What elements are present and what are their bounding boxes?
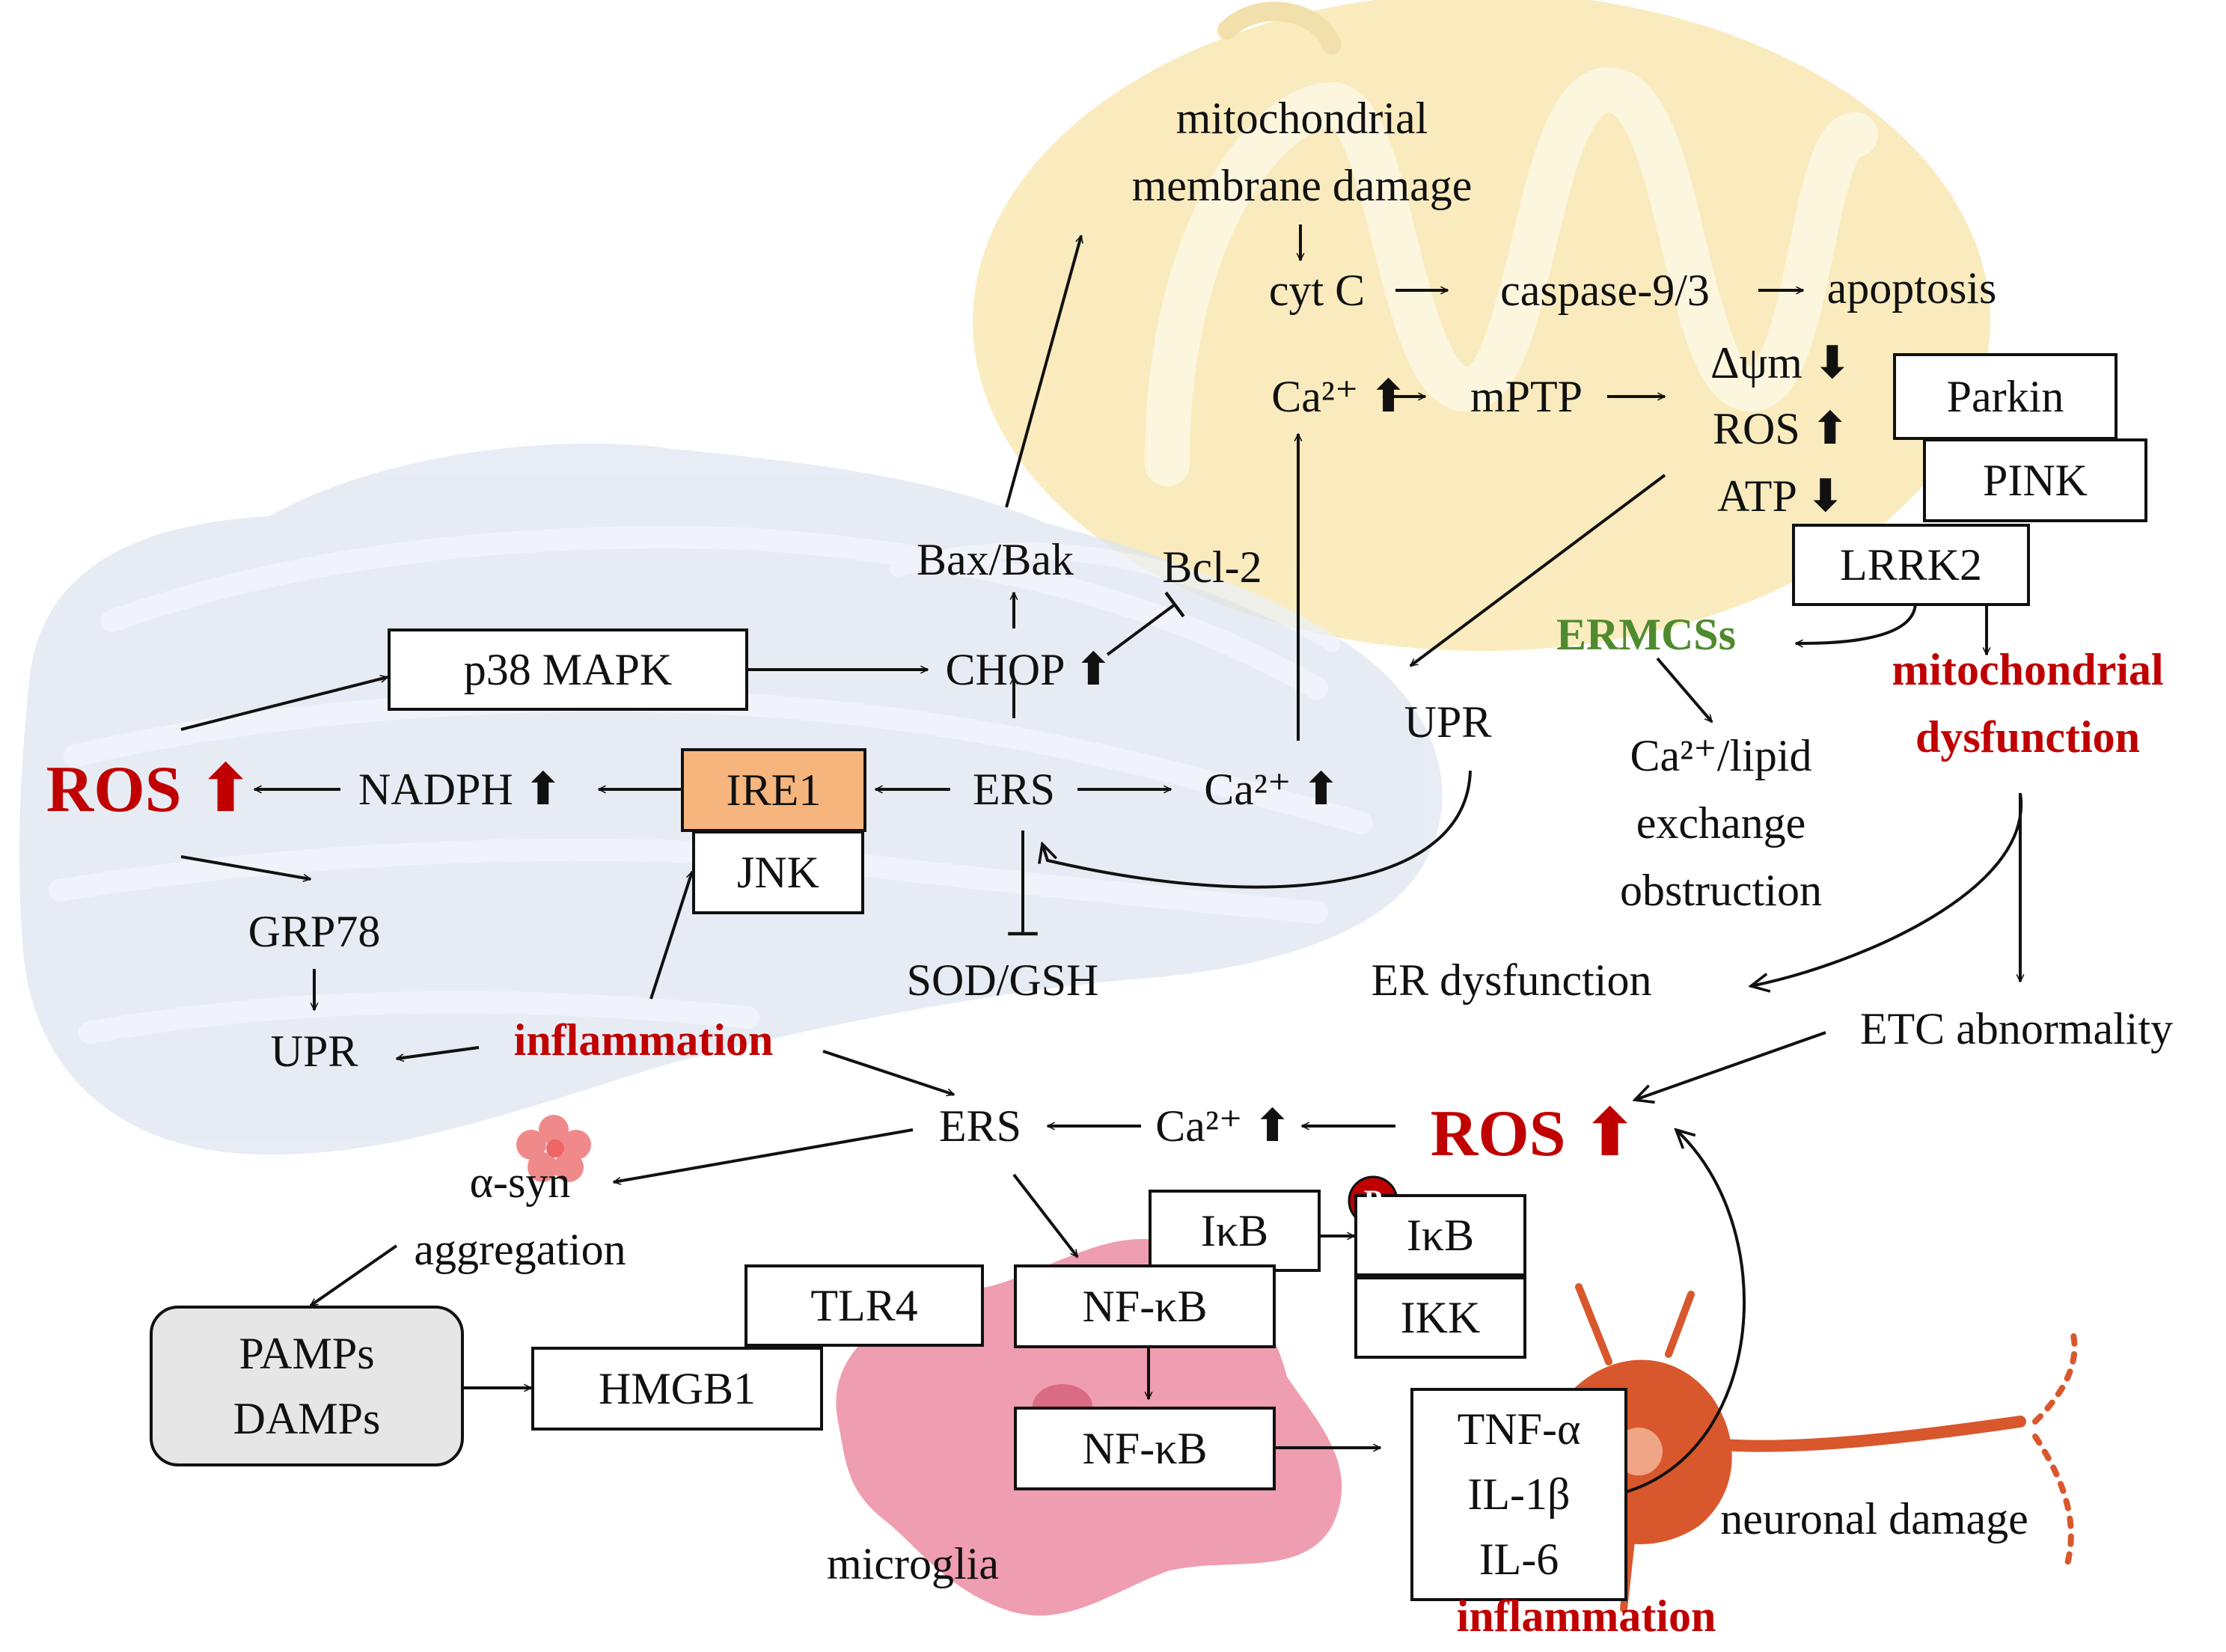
arrow-up-icon: ⬆ bbox=[1811, 403, 1849, 455]
ros-left-group: ROS ⬆ bbox=[46, 756, 254, 823]
damps-label: DAMPs bbox=[233, 1393, 381, 1443]
chop-group: CHOP ⬆ bbox=[945, 647, 1112, 692]
arrow-down-icon: ⬇ bbox=[1806, 470, 1844, 522]
arrow-up-icon: ⬆ bbox=[1582, 1094, 1638, 1171]
asyn-line1: α-syn bbox=[469, 1157, 571, 1207]
arrow-up-icon: ⬆ bbox=[1302, 763, 1340, 816]
ca-mito-label: Ca²⁺ bbox=[1271, 372, 1359, 421]
pink-box: PINK bbox=[1923, 438, 2147, 522]
bax-bak-label: Bax/Bak bbox=[917, 535, 1074, 584]
ca-er-group: Ca²⁺ ⬆ bbox=[1204, 767, 1340, 812]
caspase-label: caspase-9/3 bbox=[1500, 266, 1710, 315]
mito-membrane-damage-line1: mitochondrial bbox=[1175, 94, 1428, 143]
arrow-down-icon: ⬇ bbox=[1813, 337, 1852, 389]
ros-left-label: ROS bbox=[46, 753, 182, 826]
ca-er-label: Ca²⁺ bbox=[1204, 765, 1291, 814]
asyn-aggregate-illustration bbox=[516, 1115, 591, 1182]
ca-bottom-label: Ca²⁺ bbox=[1155, 1101, 1243, 1151]
ros-bottom-group: ROS ⬆ bbox=[1431, 1100, 1638, 1167]
nfkb-top-box: NF-κB bbox=[1014, 1264, 1276, 1348]
ikb-right-box: IκB bbox=[1354, 1194, 1526, 1276]
asyn-line2: aggregation bbox=[414, 1225, 626, 1274]
nadph-group: NADPH ⬆ bbox=[358, 767, 562, 812]
pamps-label: PAMPs bbox=[239, 1328, 375, 1378]
microglia-label: microglia bbox=[827, 1539, 999, 1588]
ers-bottom-label: ERS bbox=[938, 1101, 1022, 1151]
mito-dysfunction-line2: dysfunction bbox=[1915, 712, 2141, 762]
inflammation-mid-label: inflammation bbox=[513, 1015, 774, 1065]
ermcss-label: ERMCSs bbox=[1556, 610, 1737, 659]
ca-mito-group: Ca²⁺ ⬆ bbox=[1271, 374, 1407, 419]
tnf-a-label: TNF-α bbox=[1457, 1404, 1581, 1454]
neuronal-damage-label: neuronal damage bbox=[1720, 1494, 2028, 1544]
jnk-box: JNK bbox=[692, 830, 864, 914]
ros-mito-group: ROS ⬆ bbox=[1713, 406, 1849, 451]
lrrk2-box: LRRK2 bbox=[1792, 524, 2030, 606]
nadph-label: NADPH bbox=[358, 765, 513, 814]
ros-bottom-label: ROS bbox=[1430, 1098, 1566, 1170]
arrow-up-icon: ⬆ bbox=[198, 750, 254, 827]
ca-bottom-group: Ca²⁺ ⬆ bbox=[1155, 1104, 1291, 1148]
etc-abnormality-label: ETC abnormality bbox=[1859, 1004, 2174, 1053]
mito-dysfunction-line1: mitochondrial bbox=[1892, 645, 2164, 694]
ikk-box: IKK bbox=[1354, 1276, 1526, 1359]
ca-lipid-line1: Ca²⁺/lipid bbox=[1630, 731, 1812, 780]
mptp-label: mPTP bbox=[1470, 372, 1583, 421]
ikb-left-box: IκB bbox=[1149, 1190, 1321, 1272]
ire1-box: IRE1 bbox=[681, 748, 866, 832]
bcl2-label: Bcl-2 bbox=[1162, 542, 1262, 592]
sod-gsh-label: SOD/GSH bbox=[906, 955, 1099, 1005]
grp78-label: GRP78 bbox=[248, 907, 381, 956]
arrows bbox=[180, 224, 2021, 1494]
upr-er-label: UPR bbox=[1404, 697, 1492, 747]
p38-mapk-box: p38 MAPK bbox=[388, 628, 748, 711]
delta-psi-label: Δψm bbox=[1710, 338, 1802, 388]
er-dysfunction-label: ER dysfunction bbox=[1371, 955, 1652, 1005]
arrow-up-icon: ⬆ bbox=[1369, 370, 1407, 423]
il-1b-label: IL-1β bbox=[1467, 1469, 1571, 1519]
upr-left-label: UPR bbox=[270, 1027, 358, 1076]
inflammation-bottom-label: inflammation bbox=[1456, 1591, 1716, 1641]
tlr4-box: TLR4 bbox=[744, 1264, 984, 1347]
hmgb1-box: HMGB1 bbox=[531, 1347, 823, 1431]
mito-membrane-damage-line2: membrane damage bbox=[1131, 161, 1473, 210]
pamps-damps-box: PAMPs DAMPs bbox=[150, 1306, 464, 1466]
ca-lipid-line2: exchange bbox=[1636, 798, 1806, 848]
cyt-c-label: cyt C bbox=[1268, 266, 1366, 315]
phosphate-badge: P bbox=[1363, 1184, 1383, 1217]
nfkb-bottom-box: NF-κB bbox=[1014, 1407, 1276, 1490]
mitochondrion-illustration bbox=[973, 0, 1990, 651]
arrow-up-icon: ⬆ bbox=[524, 763, 562, 816]
arrow-up-icon: ⬆ bbox=[1074, 643, 1113, 696]
apoptosis-label: apoptosis bbox=[1826, 263, 1997, 313]
arrow-up-icon: ⬆ bbox=[1253, 1100, 1291, 1152]
atp-label: ATP bbox=[1717, 471, 1796, 521]
ca-lipid-line3: obstruction bbox=[1620, 866, 1822, 915]
chop-label: CHOP bbox=[945, 645, 1064, 694]
cytokine-box: TNF-α IL-1β IL-6 bbox=[1410, 1388, 1627, 1601]
parkin-box: Parkin bbox=[1893, 353, 2118, 440]
ers-top-label: ERS bbox=[972, 765, 1056, 814]
il-6-label: IL-6 bbox=[1479, 1535, 1559, 1584]
ros-mito-label: ROS bbox=[1713, 404, 1800, 453]
delta-psi-group: Δψm ⬇ bbox=[1710, 340, 1851, 385]
atp-group: ATP ⬇ bbox=[1717, 474, 1844, 518]
